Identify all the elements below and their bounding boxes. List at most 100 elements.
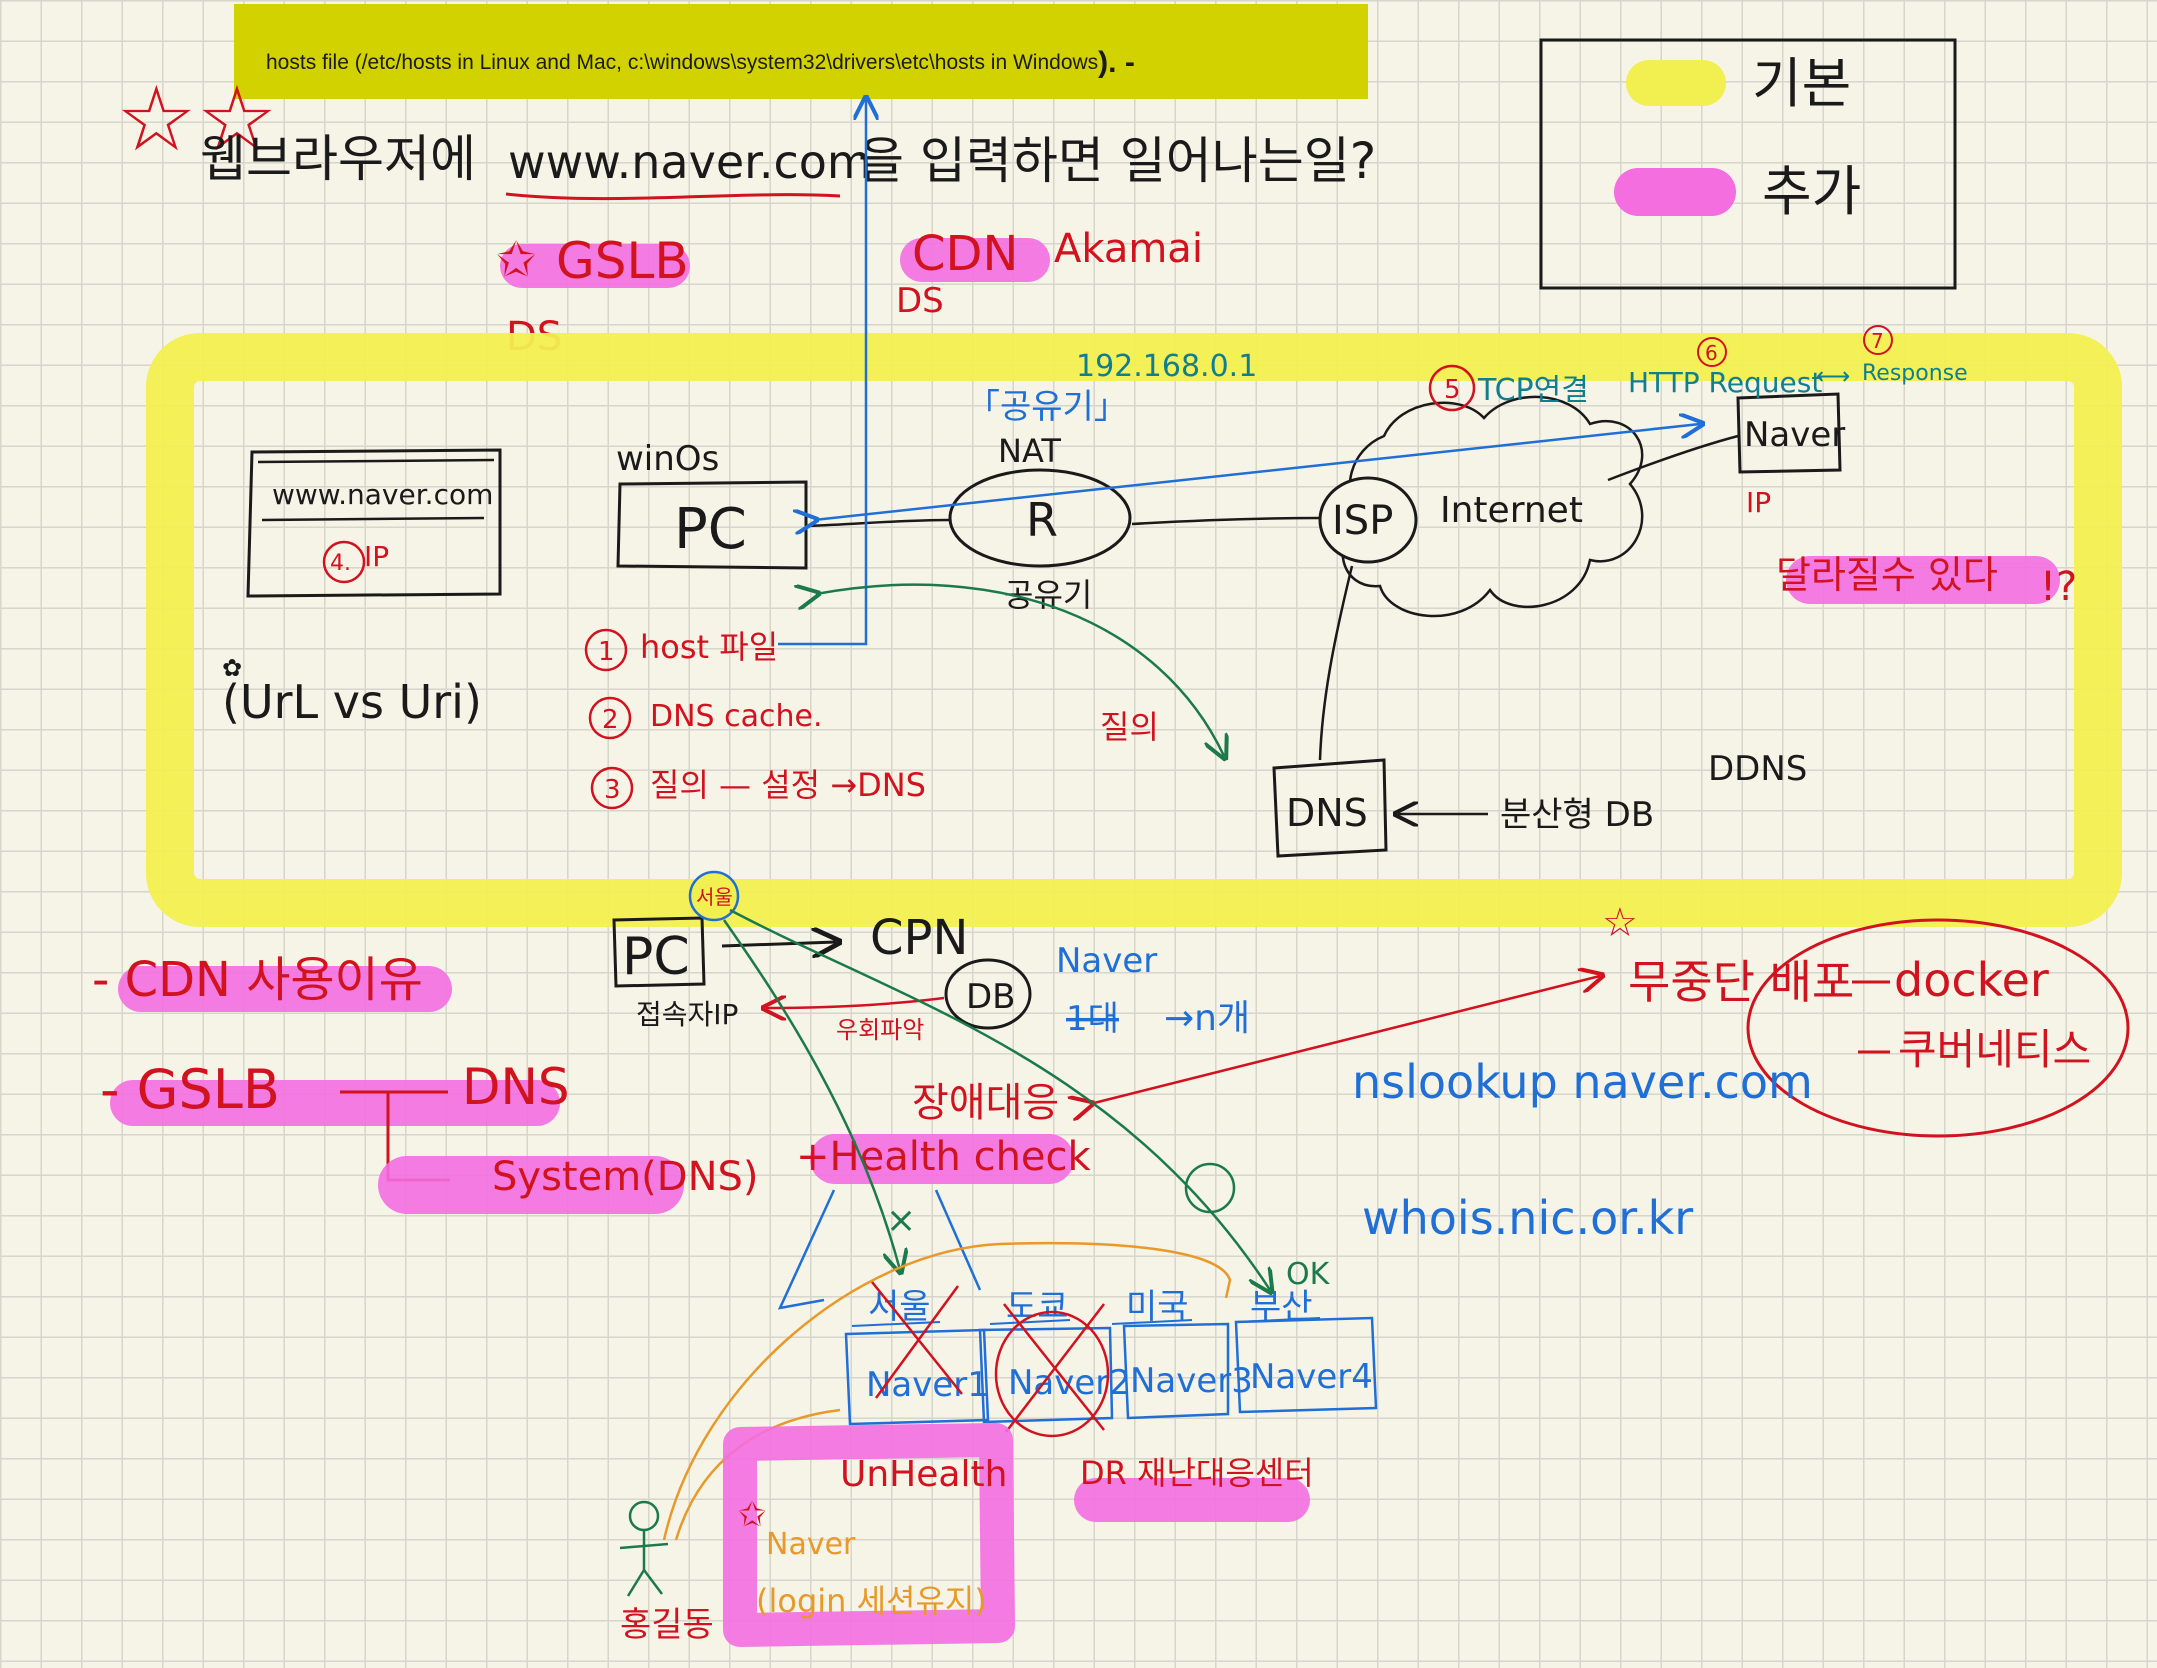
nslookup-command: nslookup naver.com (1352, 1055, 1813, 1109)
cdn-reason-note: - CDN 사용이유 (92, 952, 452, 1012)
browser-window: www.naver.com 4. IP (246, 448, 502, 598)
region-underlines (851, 1317, 1321, 1327)
seoul-badge-text: 서울 (696, 885, 733, 909)
dns-query-arrow (816, 585, 1224, 756)
step3-num: 3 (604, 775, 621, 805)
gslb-lower-label: - GSLB (100, 1058, 280, 1121)
server-naver2-box (978, 1326, 1114, 1424)
internet-cloud: ISP Internet (1318, 395, 1644, 618)
whois-command: whois.nic.or.kr (1362, 1191, 1693, 1245)
container-orchestration: docker 쿠버네티스 (1746, 918, 2130, 1138)
system-dns-label: System(DNS) (492, 1154, 758, 1200)
server1-region: 서울 (868, 1287, 931, 1327)
gslb-note: - GSLB DNS System(DNS) +Health check (100, 1058, 1092, 1214)
http-request-label: HTTP Request (1628, 366, 1822, 399)
legend-basic-swatch (1626, 60, 1726, 106)
isp-dns-link (1318, 565, 1354, 761)
geo-db: DB 접속자IP 우회파악 (636, 958, 1032, 1044)
route-busan-arrow (729, 908, 1270, 1290)
user-name-label: 홍길동 (620, 1605, 714, 1645)
pc-router-link (807, 518, 951, 528)
seoul-badge-circle (688, 870, 740, 922)
user-figure-icon (619, 1500, 669, 1597)
browser-step-circle (322, 540, 366, 584)
nat-label: NAT (998, 432, 1061, 470)
failover-deploy-arrow (1090, 976, 1600, 1104)
naver-label: Naver (1744, 415, 1845, 455)
legend-additional-swatch (1614, 168, 1736, 216)
tcp-label: TCP연결 (1477, 373, 1589, 408)
server2-fail-circle (994, 1310, 1110, 1438)
lower-pc-label: PC (622, 927, 690, 987)
server4-name: Naver4 (1250, 1357, 1373, 1397)
cdn-reason-text: - CDN 사용이유 (92, 952, 423, 1008)
resolution-steps: 1 host 파일 2 DNS cache. 3 질의 — 설정 →DNS (584, 628, 926, 810)
dns-node: DNS 분산형 DB DDNS (1272, 565, 1807, 858)
naver-ip-label: IP (1746, 486, 1771, 519)
legend-basic-label: 기본 (1752, 52, 1851, 115)
unhealth-label: UnHealth (840, 1454, 1007, 1495)
cloud-naver-link (1607, 434, 1739, 482)
step2-circle (588, 696, 632, 740)
dr-label: DR 재난대응센터 (1080, 1454, 1314, 1492)
cdn-highlight (900, 238, 1050, 282)
server1-cross (871, 1281, 963, 1399)
zero-downtime-star-icon: ☆ (1602, 900, 1638, 946)
gslb-top-label: GSLB (556, 232, 689, 290)
step2-text: DNS cache. (650, 699, 823, 734)
title-url: www.naver.com (508, 135, 872, 189)
urlvsuri-star-icon: ✿ (222, 654, 242, 682)
response-label: Response (1862, 361, 1968, 386)
browser-step-num: 4. (330, 551, 351, 576)
dns-label: DNS (1286, 791, 1368, 835)
title-prefix: 웹브라우저에 (200, 130, 476, 188)
step6-circle (1697, 337, 1727, 367)
step1-text: host 파일 (640, 628, 778, 666)
request-response-arrow: ⟷ (1816, 362, 1850, 390)
step2-num: 2 (602, 705, 619, 735)
banner-text: hosts file (/etc/hosts in Linux and Mac,… (266, 51, 1099, 74)
gslb-dns-label: DNS (462, 1058, 570, 1116)
router-label: R (1026, 493, 1058, 547)
unhealth-box: UnHealth ✩ Naver (login 세션유지) (723, 1423, 1015, 1647)
health-check-label: +Health check (796, 1134, 1092, 1180)
health-check-lines (777, 1189, 982, 1310)
server3-name: Naver3 (1130, 1361, 1253, 1401)
cdn-reason-highlight (118, 966, 452, 1012)
lower-pc: PC 서울 (612, 870, 740, 988)
akamai-label: Akamai (1054, 226, 1203, 272)
cdn-ds-mark: DS (896, 281, 944, 321)
health-highlight (810, 1134, 1074, 1184)
query-label: 질의 (1100, 708, 1159, 746)
ok-label: OK (1286, 1257, 1331, 1292)
bypass-label: 우회파악 (836, 1016, 924, 1044)
pc-node: winOs PC (616, 439, 808, 570)
legend-box (1539, 38, 1957, 290)
isp-label: ISP (1332, 498, 1393, 544)
login-session-label: (login 세션유지) (756, 1582, 987, 1620)
step3-circle (590, 766, 634, 810)
step6-num: 6 (1705, 341, 1718, 365)
server2-name: Naver2 (1008, 1363, 1131, 1403)
cpn-label: CPN (870, 910, 968, 966)
browser-url-text: www.naver.com (272, 478, 493, 511)
server-naver3-box (1122, 1322, 1230, 1420)
top-notes: ✩ GSLB DS CDN Akamai DS (496, 226, 1203, 360)
gslb-star-icon: ✩ (496, 232, 536, 288)
naver-strike: 1대 (1066, 999, 1119, 1039)
ip-note-marks: !? (2040, 564, 2077, 610)
internet-label: Internet (1440, 490, 1583, 531)
ip-note-highlight (1786, 556, 2060, 604)
browser-ip-note: IP (364, 540, 389, 573)
pc-label: PC (674, 497, 747, 562)
step3-text: 질의 — 설정 →DNS (650, 766, 926, 804)
title-suffix: 을 입력하면 일어나는일? (858, 132, 1376, 190)
os-label: winOs (616, 439, 719, 479)
step5-num: 5 (1444, 375, 1461, 405)
zero-downtime-label: 무중단 배포 (1628, 955, 1854, 1009)
router-sub-label: 공유기 (1004, 576, 1092, 614)
server-naver1-box (844, 1328, 990, 1426)
step1-circle (584, 628, 628, 672)
db-label: DB (966, 977, 1016, 1017)
